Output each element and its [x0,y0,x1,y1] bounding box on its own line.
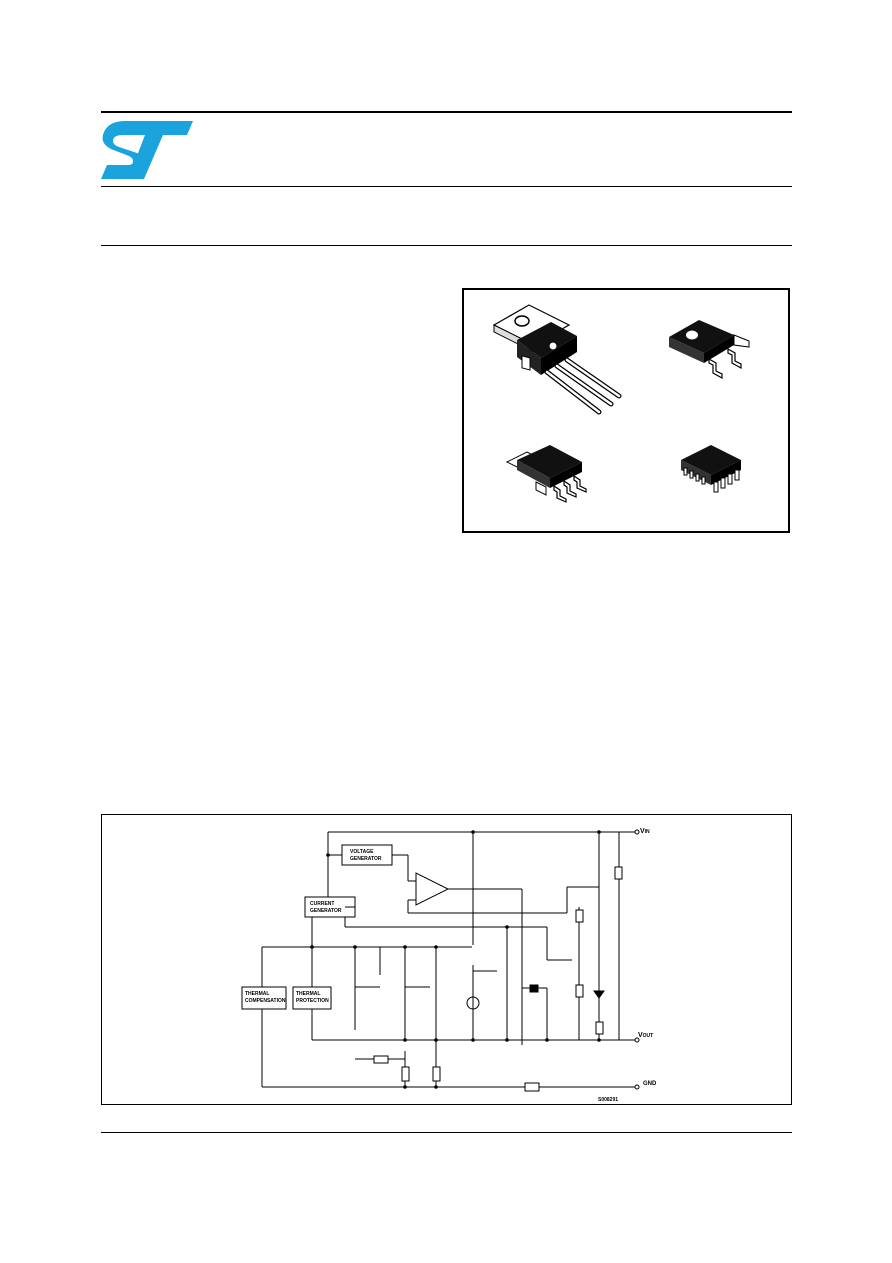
footer-rule [101,1132,792,1133]
to220-package-image [492,304,622,415]
vin-label: VIN [640,828,650,835]
block-diagram-frame: VIN VOUT GND VOLTAGE GENERATOR CURRENT G… [101,814,792,1105]
thermal-protection-label: THERMAL [296,991,320,997]
header-middle-rule [101,186,792,187]
thermal-compensation-label: THERMAL [245,991,269,997]
so8-package-image [681,445,741,493]
vout-label: VOUT [638,1032,653,1039]
current-generator-label-2: GENERATOR [310,908,342,914]
thermal-protection-label-2: PROTECTION [296,998,329,1004]
header-bottom-rule [101,245,792,246]
header-top-rule [101,111,792,113]
voltage-generator-label: VOLTAGE [350,849,374,855]
package-images-frame [462,288,790,533]
schematic-ref-code: S008291 [598,1097,618,1103]
gnd-label: GND [643,1081,657,1087]
current-generator-label: CURRENT [310,901,334,907]
dpak-package-image [669,320,750,380]
thermal-compensation-label-2: COMPENSATION [245,998,286,1004]
regulator-schematic: VIN VOUT GND VOLTAGE GENERATOR CURRENT G… [241,828,657,1103]
st-logo [101,121,193,179]
sot223-package-image [505,445,587,503]
voltage-generator-label-2: GENERATOR [350,856,382,862]
